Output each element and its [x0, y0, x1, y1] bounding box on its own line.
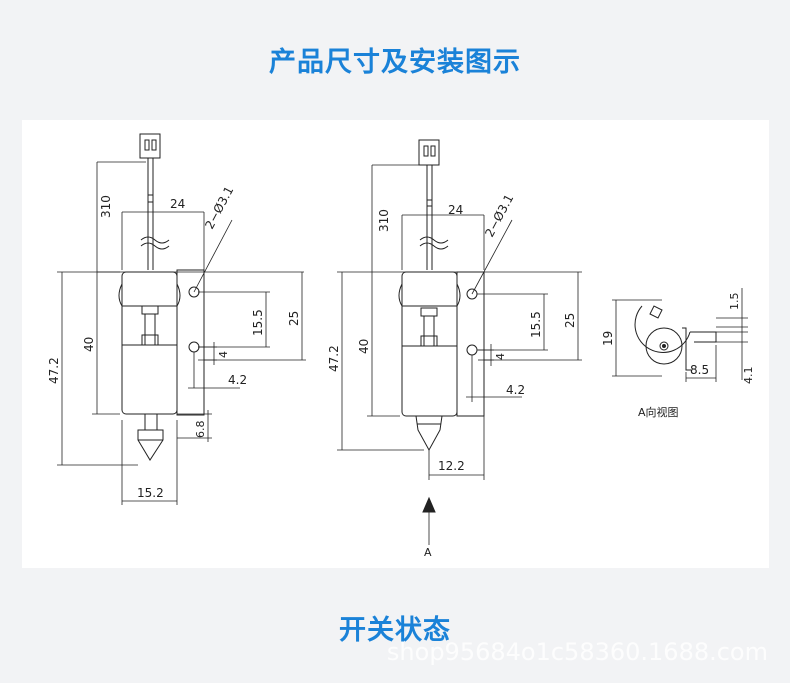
view-arrow-A [422, 496, 436, 513]
dim-25-left: 25 [287, 311, 301, 326]
dim-hole-mid: 2−Ø3.1 [482, 192, 516, 239]
technical-drawing: 310 24 2−Ø3.1 15.5 25 40 47.2 4 4.2 6.8 … [47, 133, 755, 559]
dim-24-mid: 24 [448, 203, 463, 217]
dim-15-2-left: 15.2 [137, 486, 164, 500]
section-title-dimensions: 产品尺寸及安装图示 [269, 47, 521, 78]
dim-40-mid: 40 [357, 339, 371, 354]
dim-hole-left: 2−Ø3.1 [202, 184, 236, 231]
left-view: 310 24 2−Ø3.1 15.5 25 40 47.2 4 4.2 6.8 … [47, 133, 306, 505]
connector-plug-mid [418, 139, 440, 166]
dim-4-1-right: 4.1 [742, 367, 755, 385]
end-view-circle [634, 305, 691, 353]
plunger-tip-mid [415, 415, 443, 452]
dim-4-mid: 4 [494, 353, 507, 360]
right-view-A: 1.5 19 8.5 4.1 A向视图 [601, 288, 755, 419]
middle-view: 310 24 2−Ø3.1 15.5 25 40 47.2 4 4.2 12.2… [327, 139, 582, 559]
dim-4-left: 4 [217, 351, 230, 358]
dim-4-2-left: 4.2 [228, 373, 247, 387]
dim-1-5-right: 1.5 [728, 293, 741, 311]
dim-40-left: 40 [82, 337, 96, 352]
dim-6-8-left: 6.8 [194, 421, 207, 439]
section-title-switch-state: 开关状态 [339, 615, 451, 646]
mount-hole-lower [188, 341, 200, 353]
view-arrow-label: A [424, 546, 432, 559]
dim-310-mid: 310 [377, 209, 391, 232]
connector-plug [139, 133, 161, 159]
dim-47-2-left: 47.2 [47, 357, 61, 384]
dim-15-5-mid: 15.5 [529, 311, 543, 338]
view-a-caption: A向视图 [638, 405, 679, 419]
solenoid-body-mid [401, 271, 458, 417]
dim-12-2-mid: 12.2 [438, 459, 465, 473]
dim-19-right: 19 [601, 331, 615, 346]
dim-24-left: 24 [170, 197, 185, 211]
mounting-bracket [176, 269, 205, 416]
dim-25-mid: 25 [563, 313, 577, 328]
dim-310-left: 310 [99, 195, 113, 218]
dim-15-5-left: 15.5 [251, 309, 265, 336]
dim-4-2-mid: 4.2 [506, 383, 525, 397]
solenoid-body [121, 271, 178, 415]
shop-watermark: shop95684o1c58360.1688.com [386, 638, 768, 666]
dim-47-2-mid: 47.2 [327, 345, 341, 372]
dim-8-5-right: 8.5 [690, 363, 709, 377]
plunger-tip [137, 429, 164, 461]
dimension-drawing-panel: 310 24 2−Ø3.1 15.5 25 40 47.2 4 4.2 6.8 … [22, 120, 769, 568]
